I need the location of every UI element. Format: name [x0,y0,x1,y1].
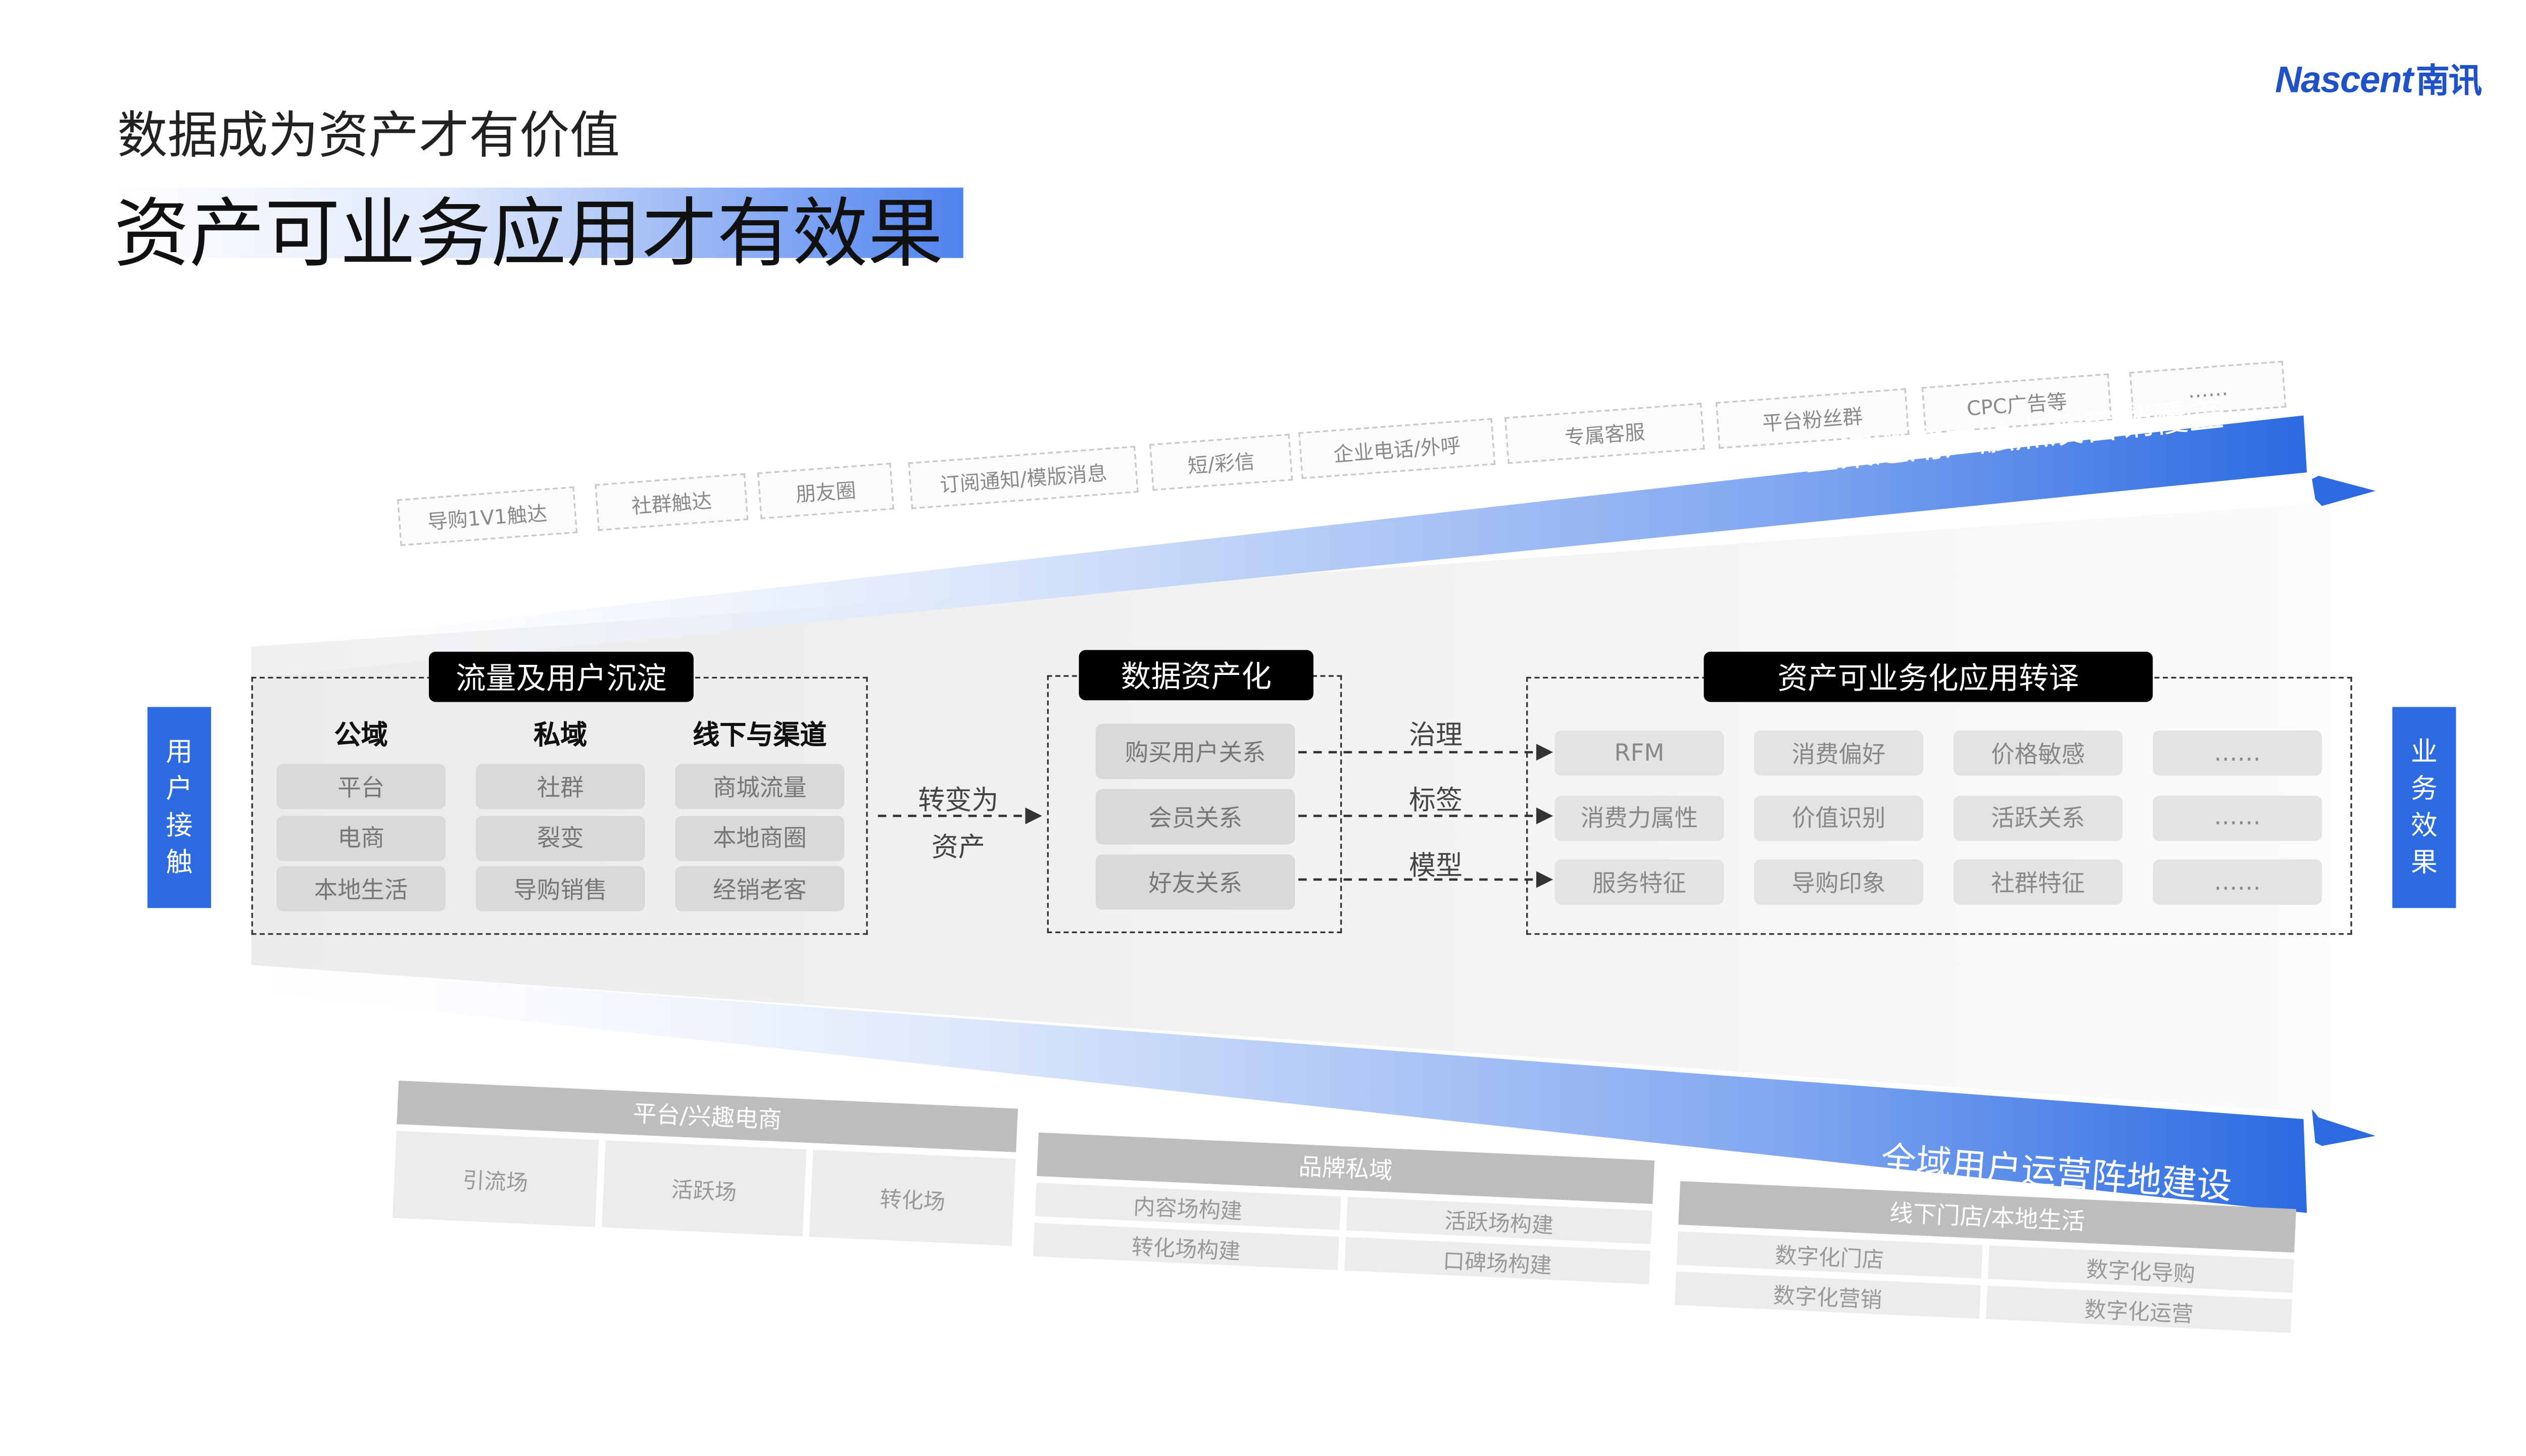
title-highlight [112,187,963,258]
business-feature-item: 消费偏好 [1754,730,1923,776]
transform-label: 转变为资产 [918,784,999,863]
business-feature-item: 消费力属性 [1555,795,1724,841]
traffic-item: 社群 [475,764,645,809]
traffic-column-header: 私域 [533,718,588,751]
model-label: 模型 [1408,849,1463,882]
business-feature-item: …… [2153,730,2322,776]
traffic-item: 导购销售 [475,866,645,911]
top-band [251,415,2307,679]
bottom-band [251,965,2307,1213]
tagging-label: 标签 [1408,784,1463,816]
logo-cn: 南讯 [2416,60,2482,101]
top-band-arrow [2312,475,2376,506]
operation-cell: 活跃场 [601,1140,807,1237]
business-feature-item: 价值识别 [1754,795,1923,841]
process-arrows [1298,744,1553,888]
traffic-item: 商城流量 [675,764,845,809]
operation-group: 平台/兴趣电商引流场活跃场转化场 [392,1080,1018,1246]
business-effect-label: 业务效果 [2392,707,2456,908]
operation-cell: 引流场 [392,1131,599,1227]
traffic-section-title: 流量及用户沉淀 [428,651,694,702]
page-subtitle: 数据成为资产才有价值 [117,107,620,166]
business-feature-item: 社群特征 [1953,859,2123,905]
transform-arrow [878,807,1042,824]
business-feature-item: 导购印象 [1754,859,1923,905]
governance-label: 治理 [1408,718,1463,751]
traffic-item: 电商 [276,815,446,860]
traffic-column-header: 线下与渠道 [693,718,827,751]
operation-cell: 数字化门店 [1676,1231,1983,1279]
bottom-band-arrow [2312,1109,2376,1146]
traffic-item: 经销老客 [675,866,845,911]
operation-cell: 内容场构建 [1035,1183,1341,1230]
operation-cell: 数字化导购 [1987,1245,2294,1293]
business-feature-item: …… [2153,795,2322,841]
data-asset-title: 数据资产化 [1079,650,1314,701]
page-title: 资产可业务应用才有效果 [114,189,944,278]
user-contact-label: 用户接触 [147,707,211,908]
business-effect-text: 业务效果 [2410,735,2438,878]
business-feature-item: RFM [1555,730,1724,776]
traffic-item: 本地生活 [276,866,446,911]
traffic-item: 本地商圈 [675,815,845,860]
operation-cell: 转化场 [809,1149,1016,1246]
business-feature-item: 价格敏感 [1953,730,2123,776]
traffic-item: 裂变 [475,815,645,860]
logo-latin: Nascent [2275,59,2413,101]
business-feature-item: 活跃关系 [1953,795,2123,841]
traffic-item: 平台 [276,764,446,809]
data-asset-item: 会员关系 [1095,789,1295,845]
business-feature-item: 服务特征 [1555,859,1724,905]
data-asset-item: 购买用户关系 [1095,723,1295,779]
user-contact-text: 用户接触 [166,735,193,878]
data-asset-item: 好友关系 [1095,854,1295,910]
business-translation-title: 资产可业务化应用转译 [1704,651,2153,702]
traffic-column-header: 公域 [334,718,388,751]
business-feature-item: …… [2153,859,2322,905]
operation-cell: 活跃场构建 [1346,1197,1653,1244]
